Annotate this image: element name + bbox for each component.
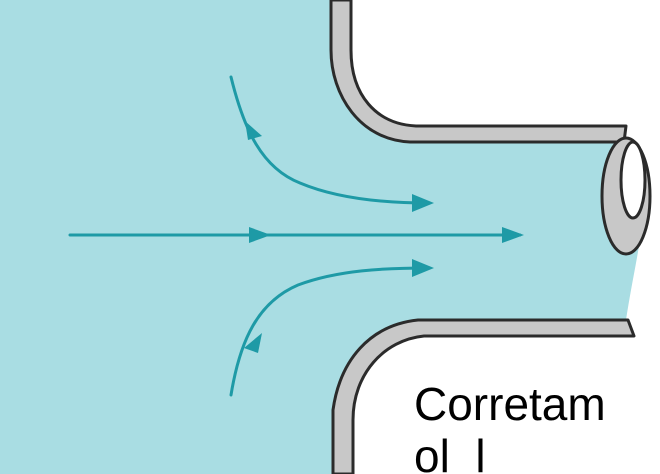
arrowhead-icon <box>245 121 262 140</box>
arrowhead-icon <box>412 259 434 277</box>
arrowhead-icon <box>244 333 262 353</box>
streamline-upper <box>229 75 430 205</box>
streamline-lower <box>229 266 430 397</box>
arrowhead-icon <box>412 194 434 212</box>
caption-line-1: Corretam <box>414 378 606 430</box>
upper-wall <box>329 0 628 144</box>
streamlines <box>68 75 522 397</box>
caption-line-2: ol l <box>414 430 486 474</box>
arrowheads <box>244 121 524 353</box>
pipe-end-inner <box>619 140 647 220</box>
arrowhead-icon <box>249 227 271 243</box>
arrowhead-icon <box>502 227 524 243</box>
lower-wall <box>331 318 636 474</box>
fluid-region <box>0 0 644 474</box>
